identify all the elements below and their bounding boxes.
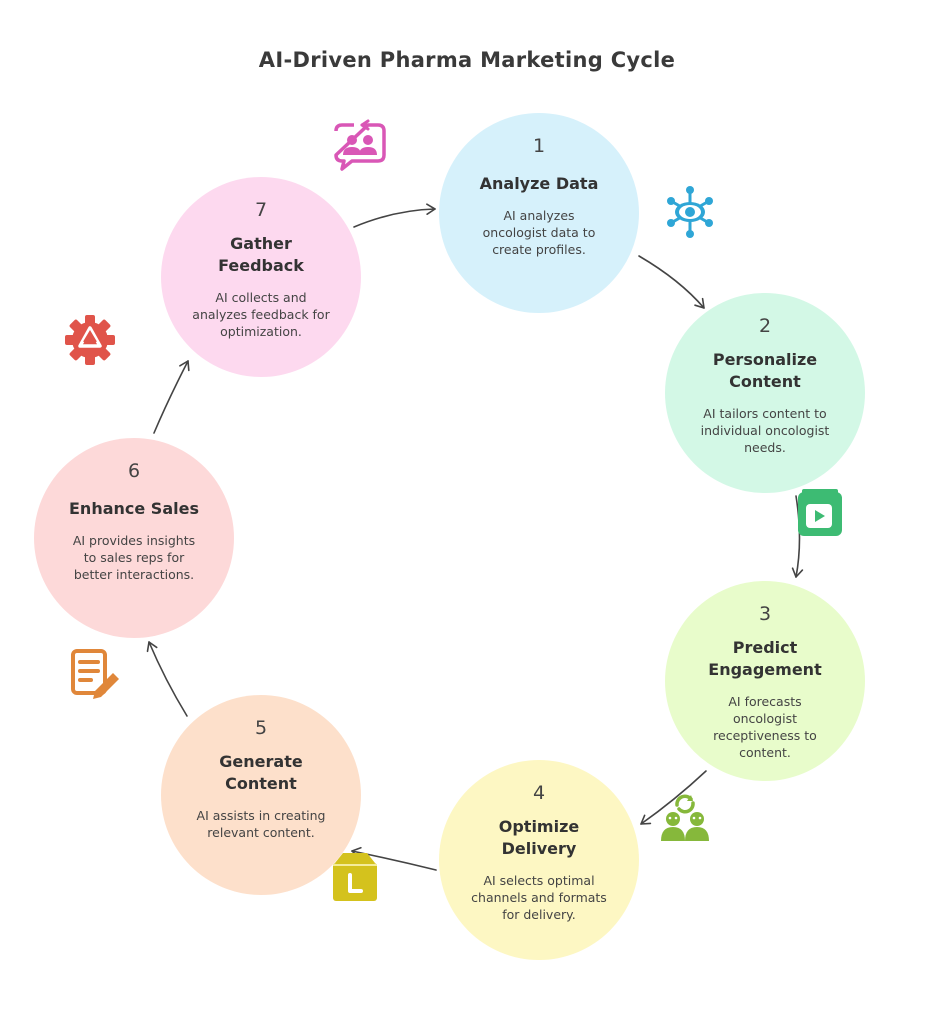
step-heading-line: Delivery	[501, 839, 577, 858]
cycle-arrow-4	[640, 770, 707, 825]
step-heading-line: Engagement	[708, 660, 822, 679]
cycle-arrow-3	[791, 495, 804, 578]
step-description: AI provides insights to sales reps for bet…	[73, 532, 195, 583]
step-description-line: AI provides insights	[72, 533, 196, 548]
step-description-line: oncologist data to	[482, 225, 596, 240]
cycle-arrow-1	[353, 203, 436, 228]
cycle-arrow-7	[153, 360, 190, 434]
step-description-line: AI forecasts	[728, 694, 802, 709]
package-box-icon	[327, 849, 383, 909]
step-description: AI assists in creating relevant content.	[197, 807, 326, 841]
step-number: 4	[532, 782, 546, 804]
step-number: 5	[254, 717, 268, 739]
step-description-line: create profiles.	[492, 242, 586, 257]
step-heading-line: Optimize	[498, 817, 580, 836]
step-number: 7	[254, 199, 268, 221]
step-heading-line: Feedback	[218, 256, 304, 275]
step-description: AI tailors content to individual oncologi…	[701, 405, 830, 456]
step-description-line: to sales reps for	[83, 550, 185, 565]
people-sync-icon	[657, 789, 713, 849]
step-description-line: AI analyzes	[503, 208, 575, 223]
eye-network-icon	[662, 184, 718, 244]
step-heading-line: Gather	[230, 234, 292, 253]
step-number: 6	[127, 460, 141, 482]
step-description-line: AI assists in creating	[196, 808, 326, 823]
step-description-line: oncologist	[732, 711, 798, 726]
step-description: AI analyzes oncologist data to create prof…	[483, 207, 596, 258]
cycle-arrow-5	[351, 846, 437, 871]
step-description-line: AI selects optimal	[483, 873, 595, 888]
step-heading-line: Predict	[732, 638, 798, 657]
step-description-line: individual oncologist	[700, 423, 830, 438]
gear-recycle-icon	[62, 312, 118, 372]
step-heading: Analyze Data	[480, 173, 599, 195]
document-edit-icon	[67, 647, 123, 707]
step-heading-line: Enhance Sales	[69, 499, 199, 518]
feedback-chat-icon	[332, 117, 388, 177]
step-description-line: analyzes feedback for	[192, 307, 330, 322]
step-description-line: channels and formats	[471, 890, 607, 905]
cycle-arrow-2	[638, 255, 705, 309]
step-description-line: relevant content.	[207, 825, 315, 840]
diagram-title: AI-Driven Pharma Marketing Cycle	[258, 48, 676, 72]
step-description: AI selects optimal channels and formats fo…	[471, 872, 607, 923]
step-heading-line: Personalize	[712, 350, 818, 369]
step-number: 3	[758, 603, 772, 625]
step-heading-line: Analyze Data	[479, 174, 599, 193]
step-number: 1	[532, 135, 546, 157]
step-heading-line: Content	[225, 774, 297, 793]
step-heading-line: Content	[729, 372, 801, 391]
step-description-line: for delivery.	[502, 907, 576, 922]
step-heading: Enhance Sales	[69, 498, 199, 520]
step-description-line: receptiveness to	[713, 728, 817, 743]
step-description-line: AI collects and	[215, 290, 307, 305]
step-heading-line: Generate	[219, 752, 303, 771]
step-number: 2	[758, 315, 772, 337]
step-description-line: content.	[739, 745, 791, 760]
step-description-line: better interactions.	[73, 567, 195, 582]
step-description: AI forecasts oncologist receptiveness to co…	[713, 693, 817, 761]
step-description: AI collects and analyzes feedback for opti…	[192, 289, 329, 340]
cycle-arrow-6	[146, 641, 188, 717]
step-description-line: AI tailors content to	[703, 406, 827, 421]
step-description-line: needs.	[744, 440, 786, 455]
video-book-icon	[792, 484, 848, 544]
step-description-line: optimization.	[220, 324, 302, 339]
